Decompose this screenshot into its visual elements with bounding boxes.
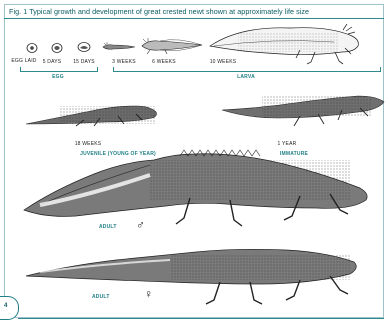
egg-5-days-illustration [52, 44, 62, 53]
adult-male-newt-illustration [24, 150, 367, 226]
immature-label: IMMATURE [280, 151, 308, 157]
adult-female-newt-illustration [26, 249, 356, 304]
egg-group-label: EGG [52, 74, 64, 80]
adult-male-label: ADULT [99, 224, 117, 230]
egg-15-days-illustration [78, 43, 90, 52]
label-18-weeks: 18 WEEKS [75, 141, 102, 147]
label-1-year: 1 YEAR [278, 141, 297, 147]
page-number-badge [0, 296, 19, 320]
larva-10-weeks-illustration [210, 24, 358, 64]
adult-female-label: ADULT [92, 294, 110, 300]
immature-newt-illustration [222, 96, 384, 126]
female-symbol: ♀ [144, 288, 153, 300]
larva-3-weeks-illustration [103, 42, 135, 49]
juvenile-label: JUVENILE (YOUNG OF YEAR) [80, 151, 156, 157]
page-number: 4 [4, 303, 7, 309]
label-6-weeks: 6 WEEKS [152, 59, 176, 65]
male-symbol: ♂ [136, 219, 145, 231]
egg-bracket [20, 67, 98, 72]
bottom-divider [18, 318, 384, 319]
label-5-days: 5 DAYS [43, 59, 62, 65]
juvenile-newt-illustration [26, 106, 157, 126]
label-egg-laid: EGG LAID [11, 59, 36, 64]
larva-group-label: LARVA [237, 74, 255, 80]
label-15-days: 15 DAYS [73, 59, 95, 65]
larva-bracket [113, 67, 381, 72]
label-10-weeks: 10 WEEKS [210, 59, 237, 65]
egg-laid-illustration [27, 44, 37, 53]
label-3-weeks: 3 WEEKS [112, 59, 136, 65]
larva-6-weeks-illustration [142, 38, 202, 54]
